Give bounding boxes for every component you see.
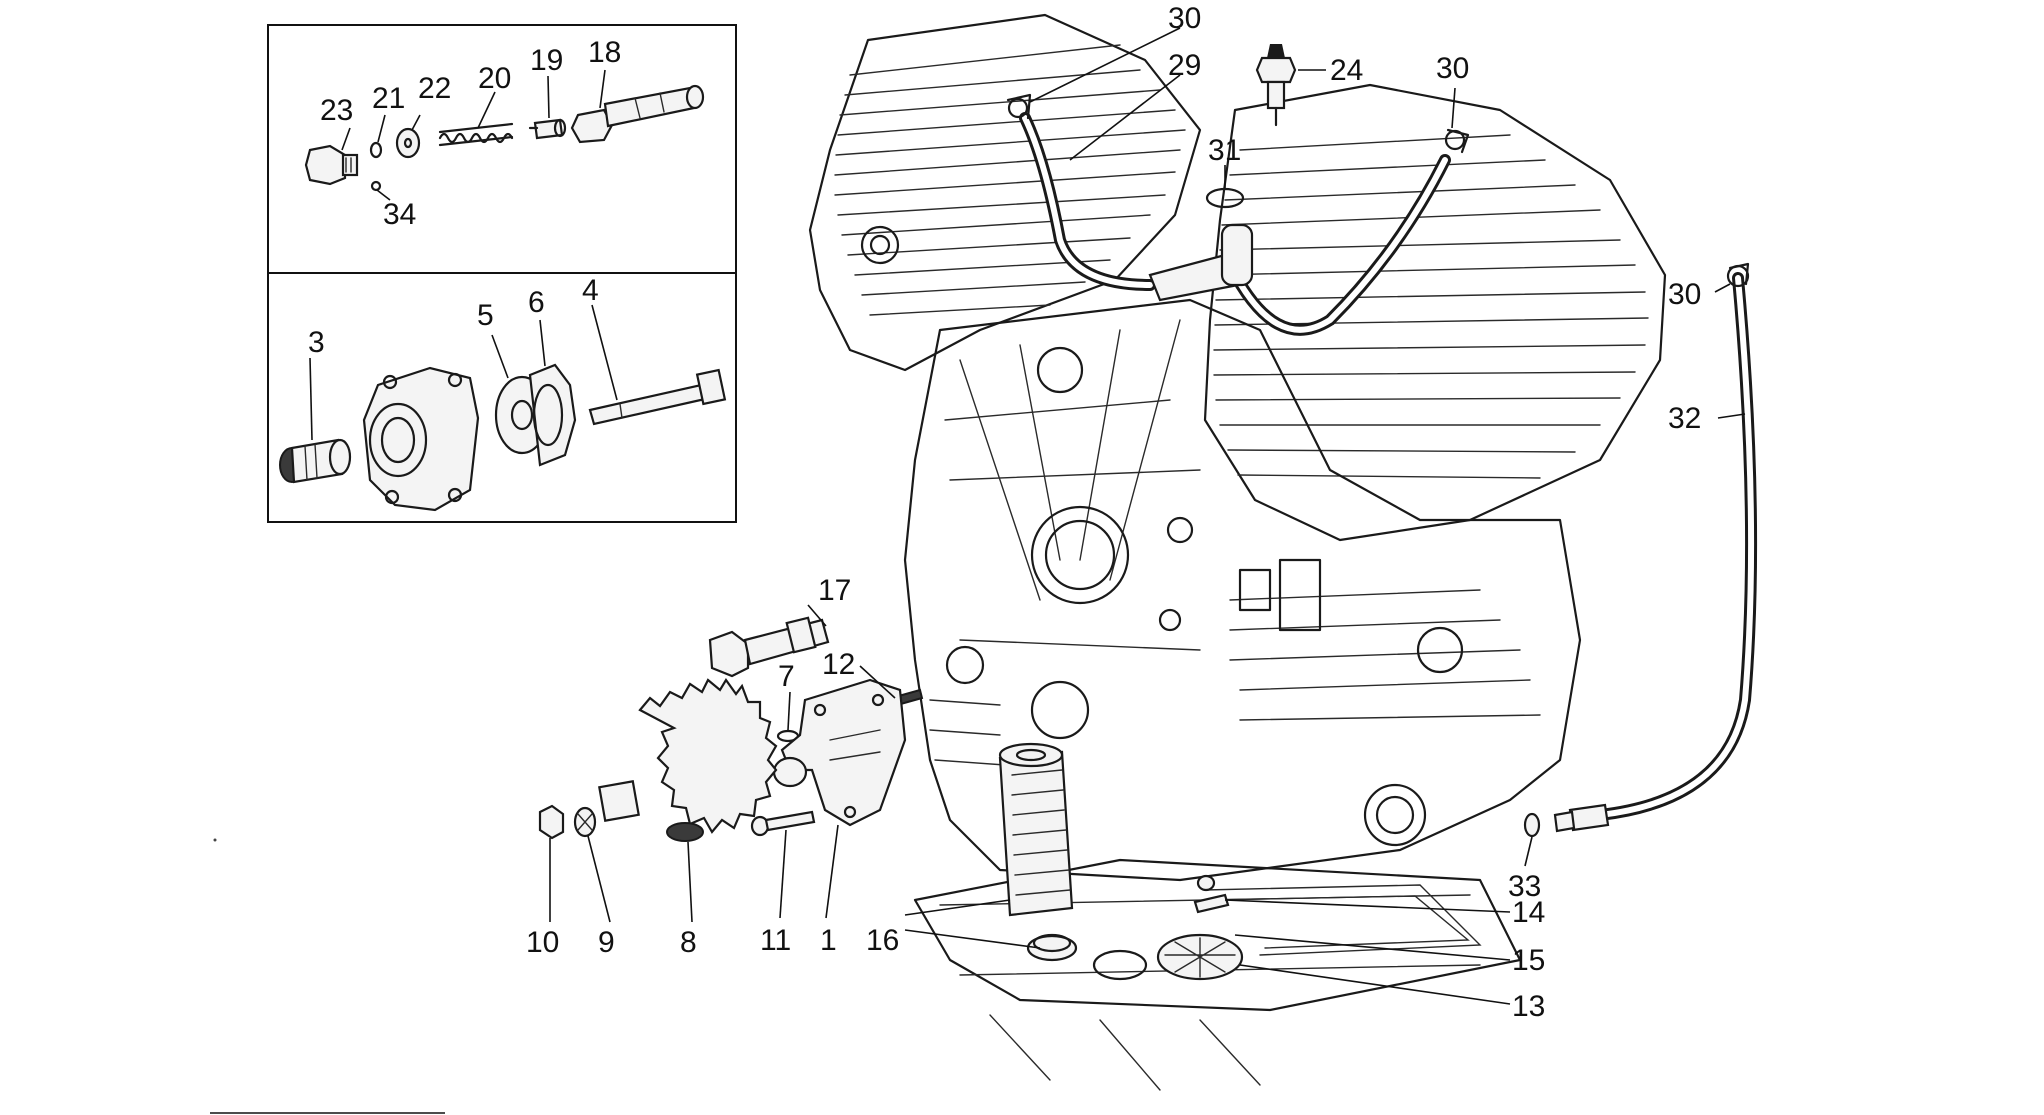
left-cylinder-fins [834, 44, 1186, 316]
callout-4: 4 [582, 274, 599, 307]
callout-12: 12 [822, 648, 855, 681]
crankcase-outline [903, 298, 1582, 882]
callout-11: 11 [760, 924, 791, 957]
part-23-plug [304, 144, 359, 186]
oil-sump [913, 858, 1522, 1012]
engine-block [808, 13, 1667, 1091]
part-19-piston [528, 118, 567, 140]
callout-32: 32 [1668, 402, 1701, 435]
callout-33: 33 [1508, 870, 1541, 903]
callout-8: 8 [680, 926, 697, 959]
part-17-union-bolt [708, 616, 830, 678]
relief-valve-parts [304, 84, 705, 192]
callout-30: 30 [1168, 2, 1201, 35]
part-24-pressure-switch [1255, 44, 1297, 127]
bearing-boss [1030, 505, 1130, 605]
callout-30: 30 [1668, 278, 1701, 311]
callout-7: 7 [778, 660, 795, 693]
callout-21: 21 [372, 82, 405, 115]
part-16-oil-filter [998, 742, 1078, 962]
left-cylinder-outline [808, 13, 1202, 372]
part-22-washer [395, 127, 421, 159]
part-30-clamp-right [1444, 128, 1470, 154]
speck [213, 838, 217, 842]
part-11-screw [750, 810, 816, 837]
callout-34: 34 [383, 198, 416, 231]
part-34-ball [370, 180, 382, 192]
part-9-lock-washer [573, 806, 597, 838]
part-18-valve-body [570, 84, 705, 144]
callout-13: 13 [1512, 990, 1545, 1023]
callout-17: 17 [818, 574, 851, 607]
callout-24: 24 [1330, 54, 1363, 87]
callout-18: 18 [588, 36, 621, 69]
callout-29: 29 [1168, 49, 1201, 82]
part-20-spring [438, 122, 514, 147]
callout-31: 31 [1208, 134, 1241, 167]
crankcase-ribs [929, 319, 1541, 766]
pump-housing [362, 366, 480, 512]
callout-14: 14 [1512, 896, 1545, 929]
callout-10: 10 [526, 926, 559, 959]
callout-20: 20 [478, 62, 511, 95]
leader-lines [309, 27, 1746, 1005]
part-33-washer [1523, 812, 1541, 838]
callout-6: 6 [528, 286, 545, 319]
part-30-clamp-left [1006, 93, 1032, 120]
part-1-oil-pump [772, 678, 907, 827]
part-13-oil-strainer [1156, 933, 1244, 981]
part-8-sprocket [598, 677, 778, 842]
part-29-oil-pipe [1019, 112, 1451, 336]
callout-30: 30 [1436, 52, 1469, 85]
part-3-bush [279, 438, 352, 484]
part-6-outer-rotor [528, 363, 577, 467]
oil-pump-parts [279, 363, 727, 512]
callout-9: 9 [598, 926, 615, 959]
part-31-seal [1205, 187, 1245, 209]
callout-15: 15 [1512, 944, 1545, 977]
callout-labels: 30 29 24 30 31 30 32 23 21 22 20 19 18 3… [308, 2, 1701, 1023]
part-14-gasket [1204, 884, 1482, 956]
callout-1: 1 [820, 924, 837, 957]
callout-5: 5 [477, 299, 494, 332]
part-21-washer [369, 141, 383, 159]
callout-22: 22 [418, 72, 451, 105]
part-4-shaft [588, 368, 727, 426]
part-10-nut [538, 804, 565, 840]
part-15-screw [1193, 874, 1230, 914]
callout-16: 16 [866, 924, 899, 957]
right-cylinder-outline [1203, 83, 1667, 542]
callout-3: 3 [308, 326, 325, 359]
part-32-external-pipe [1553, 262, 1758, 833]
callout-23: 23 [320, 94, 353, 127]
callout-19: 19 [530, 44, 563, 77]
